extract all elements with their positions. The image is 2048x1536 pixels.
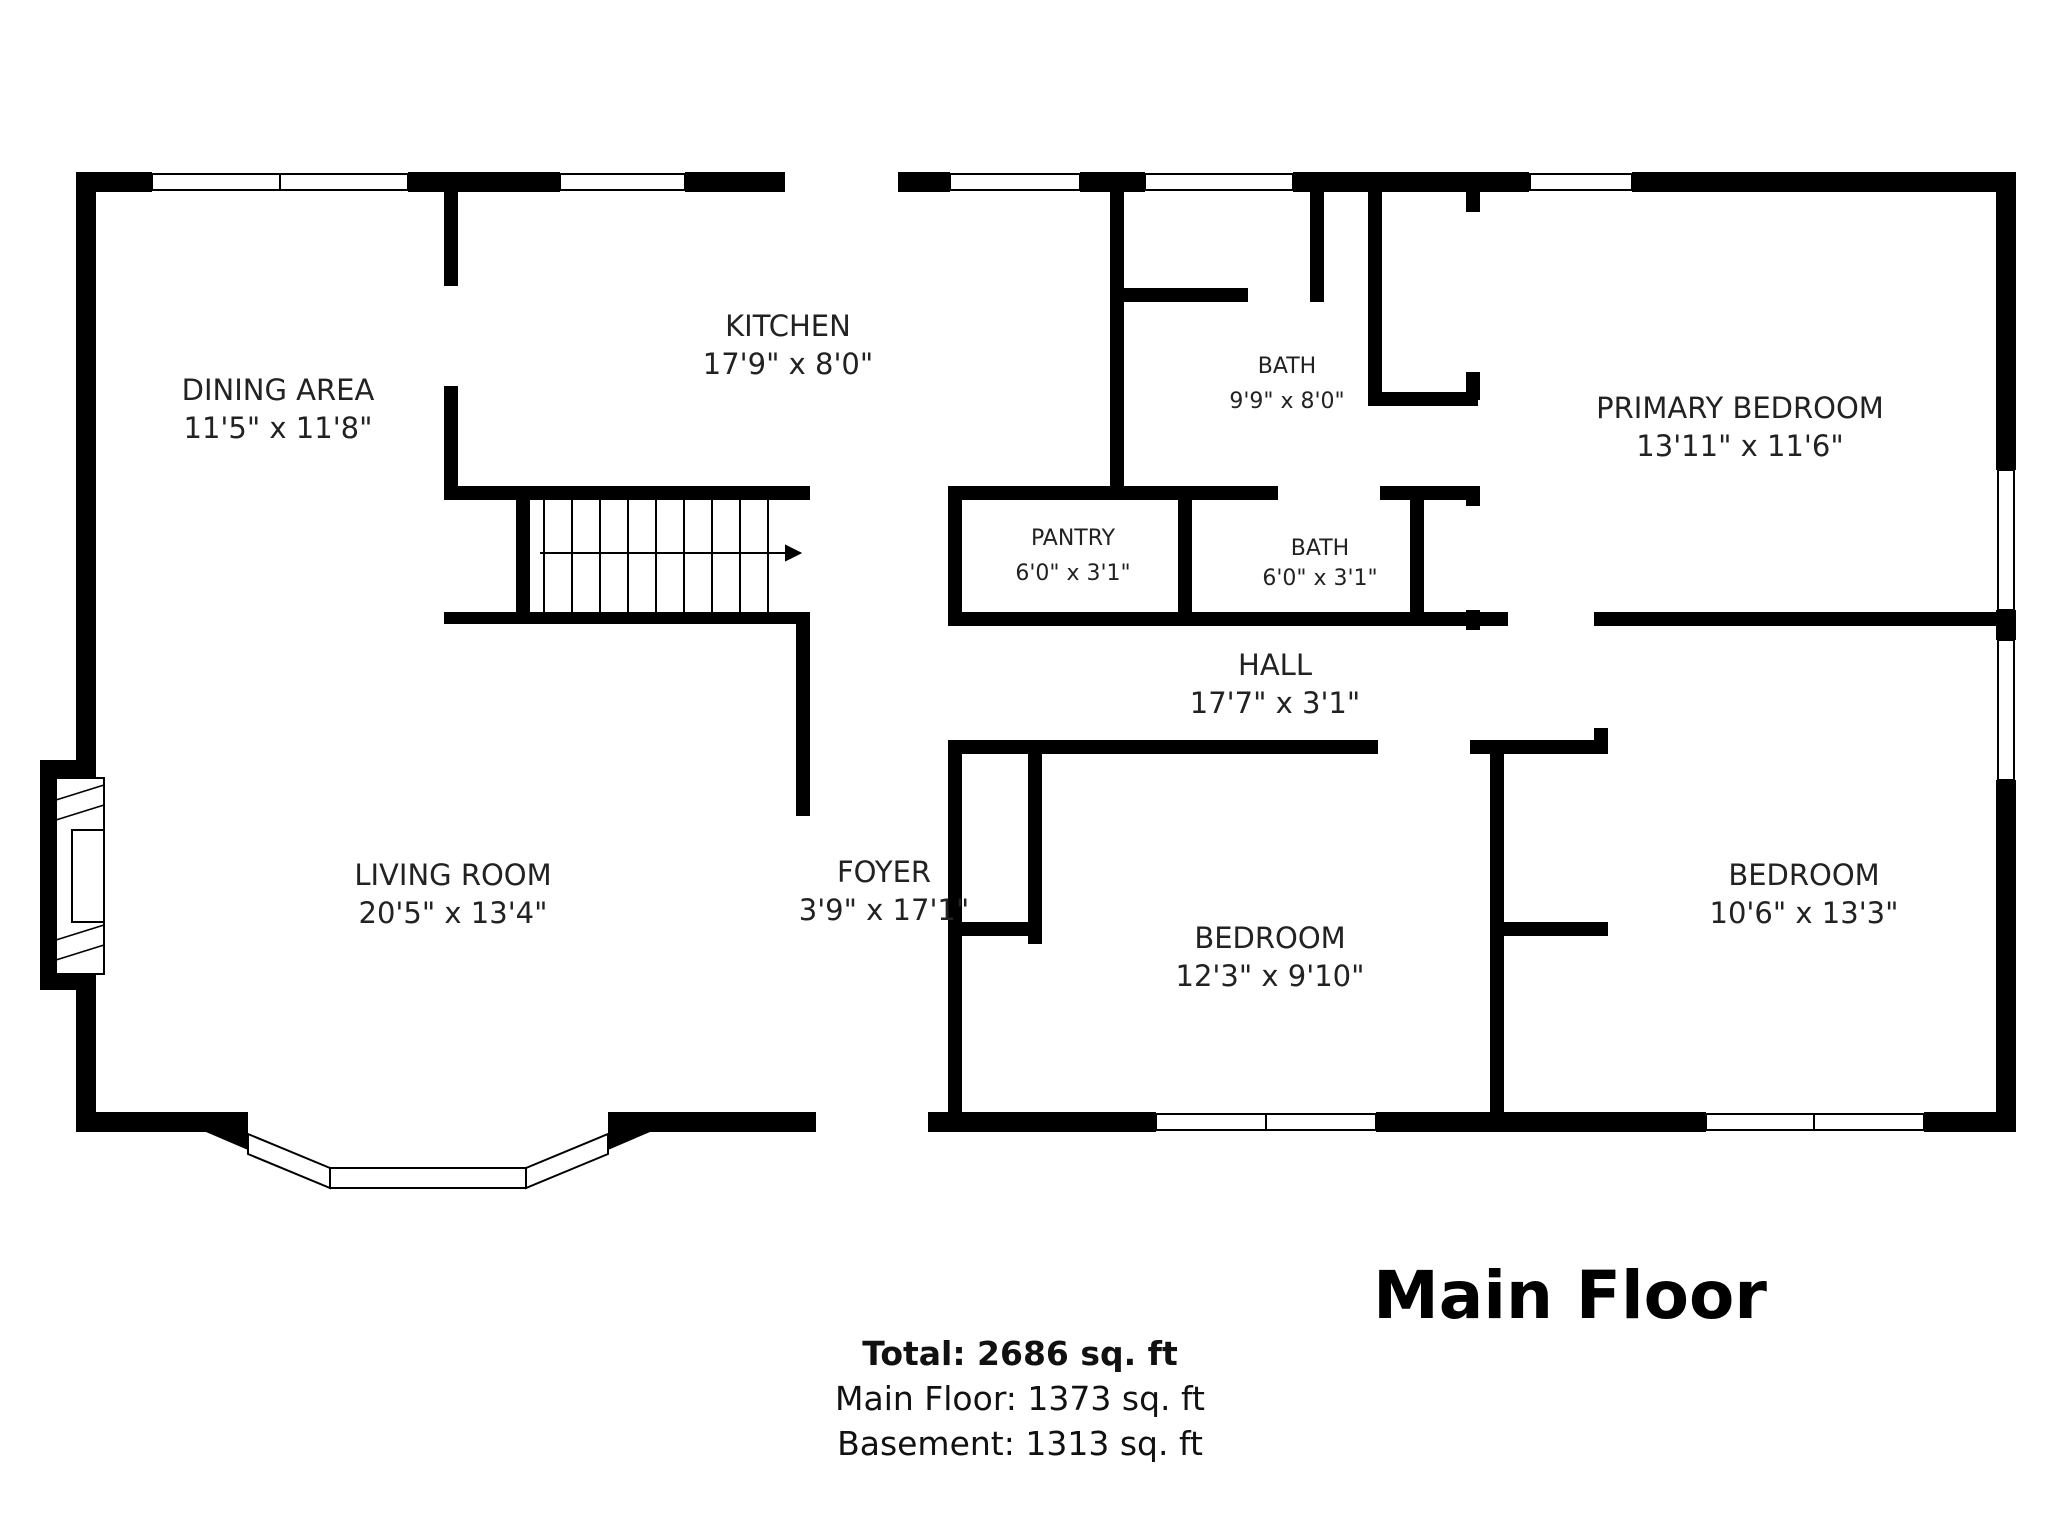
foyer-name: FOYER [837, 855, 931, 889]
room-label-primary-bedroom: PRIMARY BEDROOM 13'11" x 11'6" [1596, 391, 1884, 463]
foyer-dims: 3'9" x 17'1" [799, 893, 969, 927]
floor-title: Main Floor [1373, 1257, 1767, 1334]
exterior-walls [40, 172, 2016, 1150]
living-room-name: LIVING ROOM [354, 858, 551, 892]
room-label-kitchen: KITCHEN 17'9" x 8'0" [703, 309, 873, 381]
kitchen-dims: 17'9" x 8'0" [703, 347, 873, 381]
kitchen-name: KITCHEN [725, 309, 851, 343]
total-area: Total: 2686 sq. ft [862, 1334, 1178, 1373]
dining-name: DINING AREA [182, 373, 375, 407]
windows [151, 173, 2015, 1190]
basement-area: Basement: 1313 sq. ft [837, 1424, 1203, 1463]
room-label-living-room: LIVING ROOM 20'5" x 13'4" [354, 858, 551, 930]
bedroom-right-name: BEDROOM [1728, 858, 1879, 892]
bedroom-right-dims: 10'6" x 13'3" [1710, 896, 1899, 930]
room-label-bath-main: BATH 9'9" x 8'0" [1229, 354, 1344, 414]
primary-bedroom-name: PRIMARY BEDROOM [1596, 391, 1884, 425]
room-label-bedroom-right: BEDROOM 10'6" x 13'3" [1710, 858, 1899, 930]
bath-small-name: BATH [1291, 536, 1349, 561]
bath-small-dims: 6'0" x 3'1" [1262, 566, 1377, 591]
hall-dims: 17'7" x 3'1" [1190, 686, 1360, 720]
bath-main-dims: 9'9" x 8'0" [1229, 389, 1344, 414]
main-floor-area: Main Floor: 1373 sq. ft [835, 1379, 1205, 1418]
bedroom-middle-name: BEDROOM [1194, 921, 1345, 955]
pantry-name: PANTRY [1031, 526, 1116, 551]
stairs [540, 500, 803, 612]
room-label-dining: DINING AREA 11'5" x 11'8" [182, 373, 375, 445]
pantry-dims: 6'0" x 3'1" [1015, 561, 1130, 586]
room-label-pantry: PANTRY 6'0" x 3'1" [1015, 526, 1130, 586]
bath-main-name: BATH [1258, 354, 1316, 379]
fireplace-icon [55, 777, 105, 975]
room-label-hall: HALL 17'7" x 3'1" [1190, 648, 1360, 720]
living-room-dims: 20'5" x 13'4" [359, 896, 548, 930]
room-label-bath-small: BATH 6'0" x 3'1" [1262, 536, 1377, 591]
hall-name: HALL [1238, 648, 1312, 682]
bedroom-middle-dims: 12'3" x 9'10" [1176, 959, 1365, 993]
primary-bedroom-dims: 13'11" x 11'6" [1636, 429, 1843, 463]
room-label-foyer: FOYER 3'9" x 17'1" [799, 855, 969, 927]
room-label-bedroom-middle: BEDROOM 12'3" x 9'10" [1176, 921, 1365, 993]
interior-walls [444, 192, 2016, 1114]
dining-dims: 11'5" x 11'8" [184, 411, 373, 445]
